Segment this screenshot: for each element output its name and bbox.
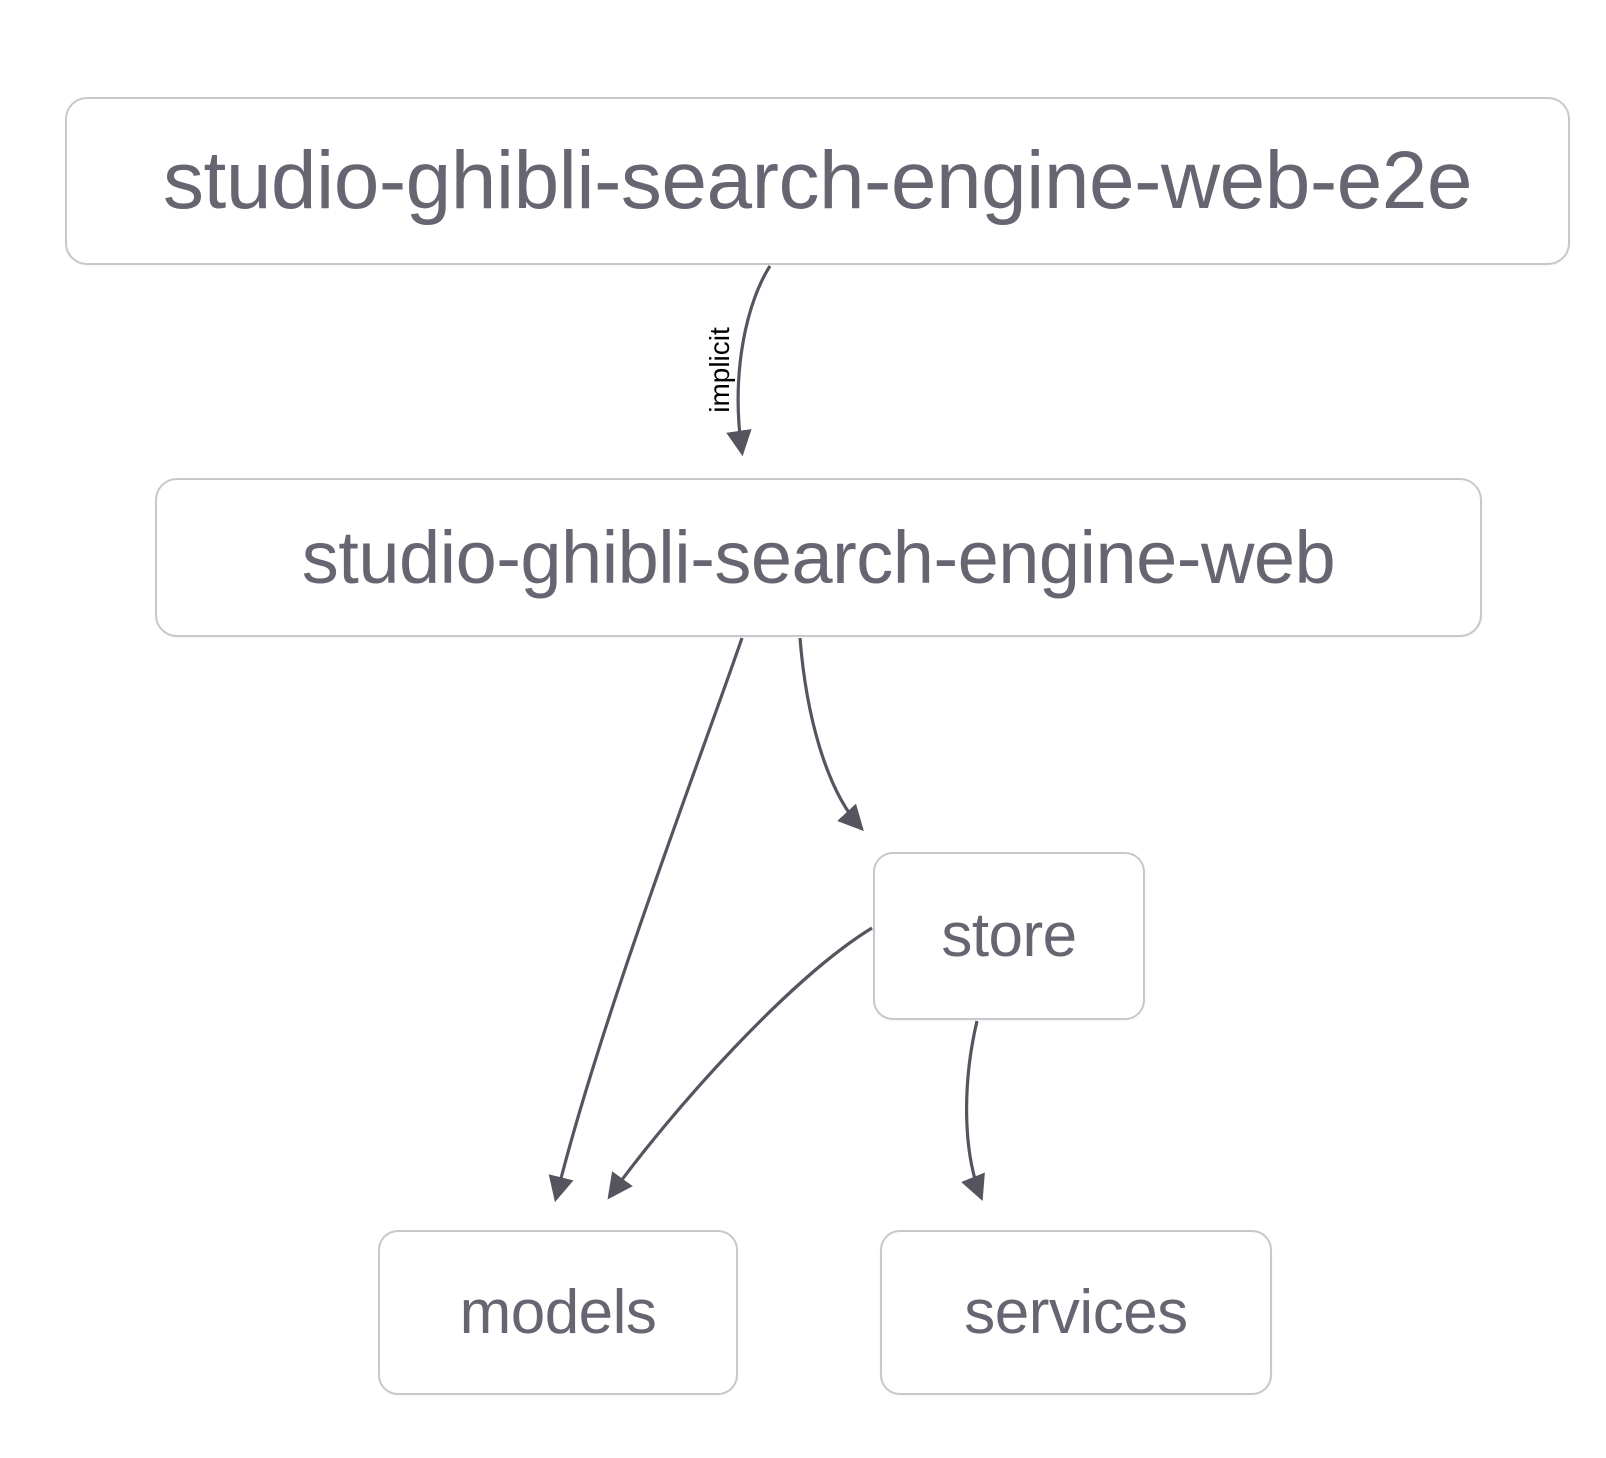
node-models[interactable]: models bbox=[378, 1230, 738, 1395]
node-label: store bbox=[941, 901, 1077, 970]
node-label: models bbox=[459, 1277, 657, 1347]
node-studio-ghibli-search-engine-web[interactable]: studio-ghibli-search-engine-web bbox=[155, 478, 1482, 637]
node-label: studio-ghibli-search-engine-web bbox=[301, 515, 1336, 599]
edge-label-implicit: implicit bbox=[640, 325, 800, 415]
node-label: studio-ghibli-search-engine-web-e2e bbox=[163, 135, 1472, 226]
edge-web-to-models bbox=[548, 637, 744, 1203]
node-services[interactable]: services bbox=[880, 1230, 1272, 1395]
edge-e2e-to-web bbox=[726, 265, 772, 457]
edge-web-to-store bbox=[798, 637, 864, 832]
edge-store-to-services bbox=[961, 1020, 985, 1201]
edge-label-implicit-text: implicit bbox=[704, 325, 736, 415]
edge-store-to-models bbox=[607, 926, 873, 1200]
node-studio-ghibli-search-engine-web-e2e[interactable]: studio-ghibli-search-engine-web-e2e bbox=[65, 97, 1570, 265]
node-label: services bbox=[964, 1277, 1188, 1347]
node-store[interactable]: store bbox=[873, 852, 1145, 1020]
